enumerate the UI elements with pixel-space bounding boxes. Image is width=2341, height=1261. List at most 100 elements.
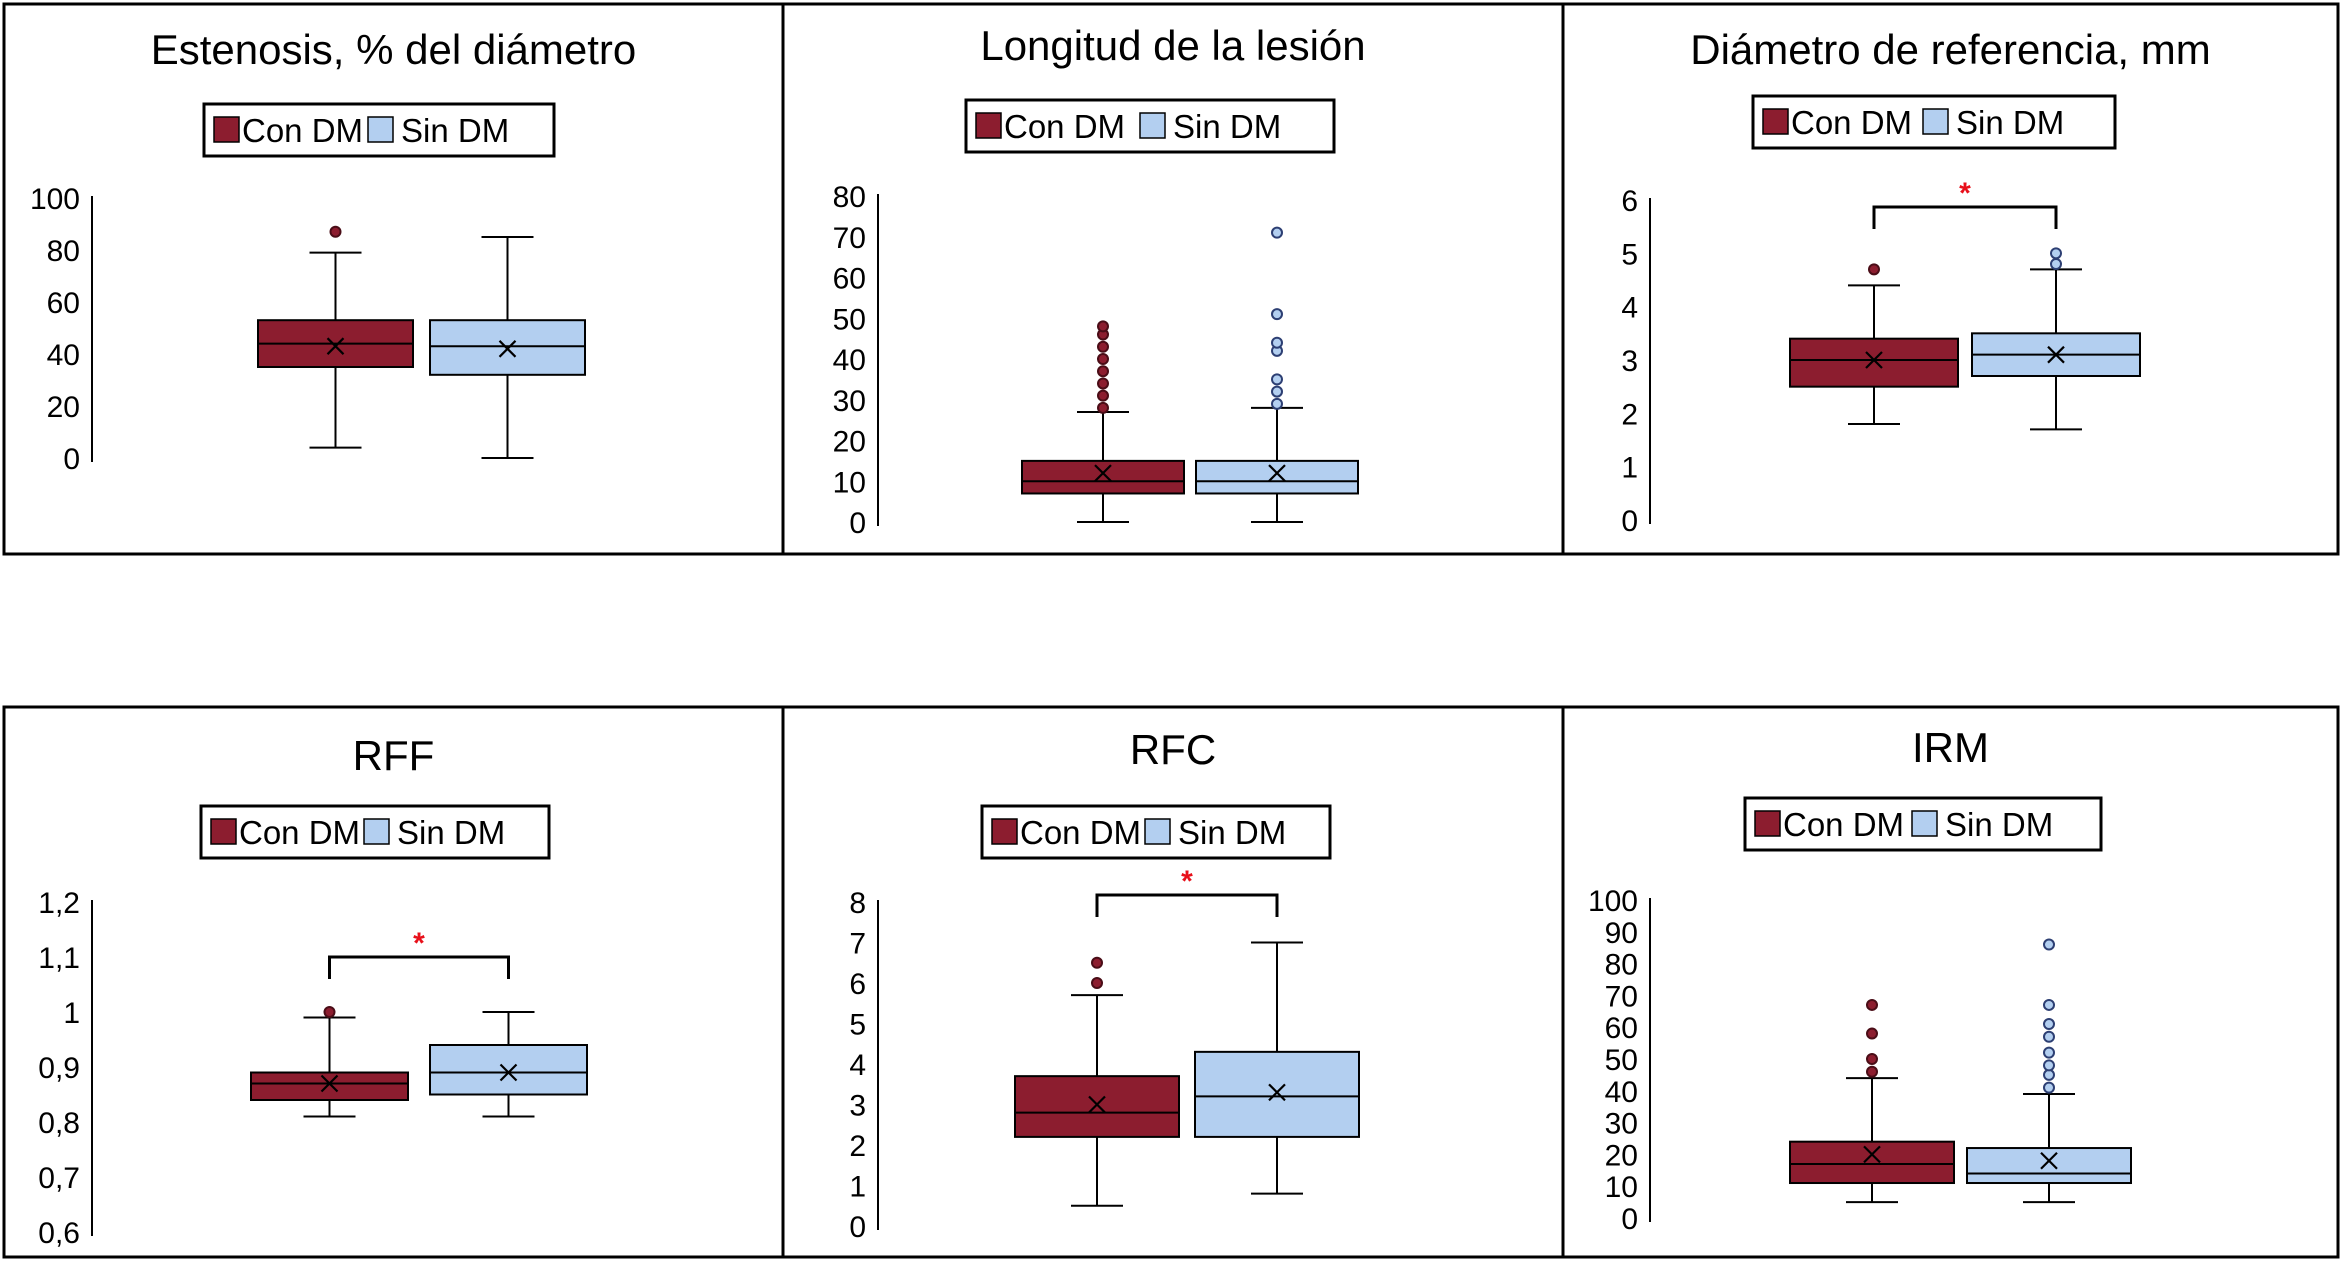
mean-marker <box>1865 351 1883 369</box>
y-tick-label: 0 <box>849 507 866 540</box>
legend-swatch-sin-dm <box>1139 112 1166 139</box>
outlier-point <box>2043 1068 2055 1081</box>
y-tick-label: 60 <box>833 263 866 296</box>
y-tick-label: 90 <box>1605 917 1638 950</box>
y-tick-label: 1 <box>63 997 80 1030</box>
panel-frame <box>781 705 1565 1259</box>
mean-marker <box>1268 464 1286 482</box>
significance-star: * <box>1959 177 1971 210</box>
legend-swatch-con-dm <box>1754 810 1781 837</box>
mean-marker <box>1094 464 1112 482</box>
outlier-point <box>2043 1030 2055 1043</box>
outlier-point <box>2043 938 2055 951</box>
outlier-point <box>1866 1027 1878 1040</box>
y-tick-label: 6 <box>849 968 866 1001</box>
y-tick-label: 70 <box>1605 980 1638 1013</box>
mean-marker <box>2047 345 2065 364</box>
legend-swatch-sin-dm <box>367 116 394 143</box>
y-tick-label: 1 <box>1621 452 1638 485</box>
legend-swatch-sin-dm <box>1911 810 1938 837</box>
outlier-point <box>1271 373 1283 386</box>
legend-swatch-sin-dm <box>1922 108 1949 135</box>
mean-marker <box>1268 1083 1286 1102</box>
outlier-point <box>1866 1053 1878 1065</box>
significance-bracket <box>1872 205 2058 229</box>
y-tick-label: 40 <box>47 339 80 372</box>
y-tick-label: 70 <box>833 222 866 255</box>
outlier-point <box>1866 998 1878 1011</box>
y-tick-label: 0 <box>849 1211 866 1244</box>
y-tick-label: 2 <box>1621 398 1638 431</box>
legend-label-con-dm: Con DM <box>1783 806 1904 843</box>
y-tick-label: 40 <box>1605 1076 1638 1109</box>
mean-marker <box>320 1074 339 1093</box>
outlier-point <box>1271 226 1283 239</box>
legend: Con DM Sin DM <box>202 102 556 158</box>
panel-frame <box>2 705 785 1259</box>
y-tick-label: 40 <box>833 344 866 377</box>
y-tick-label: 60 <box>1605 1012 1638 1045</box>
mean-marker <box>2040 1151 2058 1170</box>
legend-label-con-dm: Con DM <box>239 814 360 851</box>
y-tick-label: 30 <box>1605 1108 1638 1141</box>
y-tick-label: 6 <box>1621 185 1638 218</box>
y-tick-label: 2 <box>849 1130 866 1163</box>
legend-label-con-dm: Con DM <box>242 112 363 149</box>
outlier-point <box>2043 1018 2055 1031</box>
outlier-point <box>1091 956 1103 969</box>
legend-label-sin-dm: Sin DM <box>1178 814 1286 851</box>
mean-marker <box>1863 1145 1881 1164</box>
box-sin-dm <box>429 236 586 459</box>
chart-title: Longitud de la lesión <box>980 22 1365 69</box>
y-tick-label: 5 <box>1621 238 1638 271</box>
iqr-box <box>1966 1147 2132 1185</box>
y-tick-label: 20 <box>833 426 866 459</box>
box-con-dm <box>257 225 414 449</box>
y-tick-label: 1 <box>849 1171 866 1204</box>
chart-title: RFC <box>1130 726 1216 773</box>
iqr-box <box>429 319 586 376</box>
y-tick-label: 100 <box>1588 885 1638 918</box>
y-tick-label: 10 <box>833 466 866 499</box>
chart-title: Estenosis, % del diámetro <box>151 26 637 73</box>
box-sin-dm <box>429 1011 588 1118</box>
legend-label-con-dm: Con DM <box>1020 814 1141 851</box>
mean-marker <box>499 1063 518 1082</box>
outlier-point <box>2043 1081 2055 1094</box>
outlier-point <box>1097 365 1109 378</box>
y-tick-label: 7 <box>849 928 866 961</box>
y-tick-label: 8 <box>849 887 866 920</box>
box-con-dm <box>1789 998 1955 1204</box>
legend-label-sin-dm: Sin DM <box>401 112 509 149</box>
outlier-point <box>1271 336 1283 349</box>
outlier-point <box>2050 258 2062 270</box>
outlier-point <box>1097 377 1109 390</box>
legend: Con DM Sin DM <box>980 804 1332 860</box>
outlier-point <box>1097 340 1109 353</box>
box-con-dm <box>1789 263 1959 425</box>
legend-swatch-sin-dm <box>363 818 390 845</box>
y-tick-label: 30 <box>833 385 866 418</box>
y-tick-label: 80 <box>1605 949 1638 982</box>
y-tick-label: 0 <box>1621 1203 1638 1236</box>
legend-label-sin-dm: Sin DM <box>1173 108 1281 145</box>
legend-label-sin-dm: Sin DM <box>1956 104 2064 141</box>
outlier-point <box>1097 320 1109 333</box>
legend-swatch-con-dm <box>975 112 1002 139</box>
y-tick-label: 0,9 <box>38 1052 80 1085</box>
outlier-point <box>2043 1046 2055 1059</box>
box-con-dm <box>1014 956 1180 1207</box>
iqr-box <box>1194 1050 1360 1138</box>
iqr-box <box>250 1071 409 1101</box>
y-tick-label: 0,7 <box>38 1162 80 1195</box>
outlier-point <box>1868 263 1880 276</box>
chart-title: Diámetro de referencia, mm <box>1690 26 2211 73</box>
chart-title: IRM <box>1912 724 1989 771</box>
